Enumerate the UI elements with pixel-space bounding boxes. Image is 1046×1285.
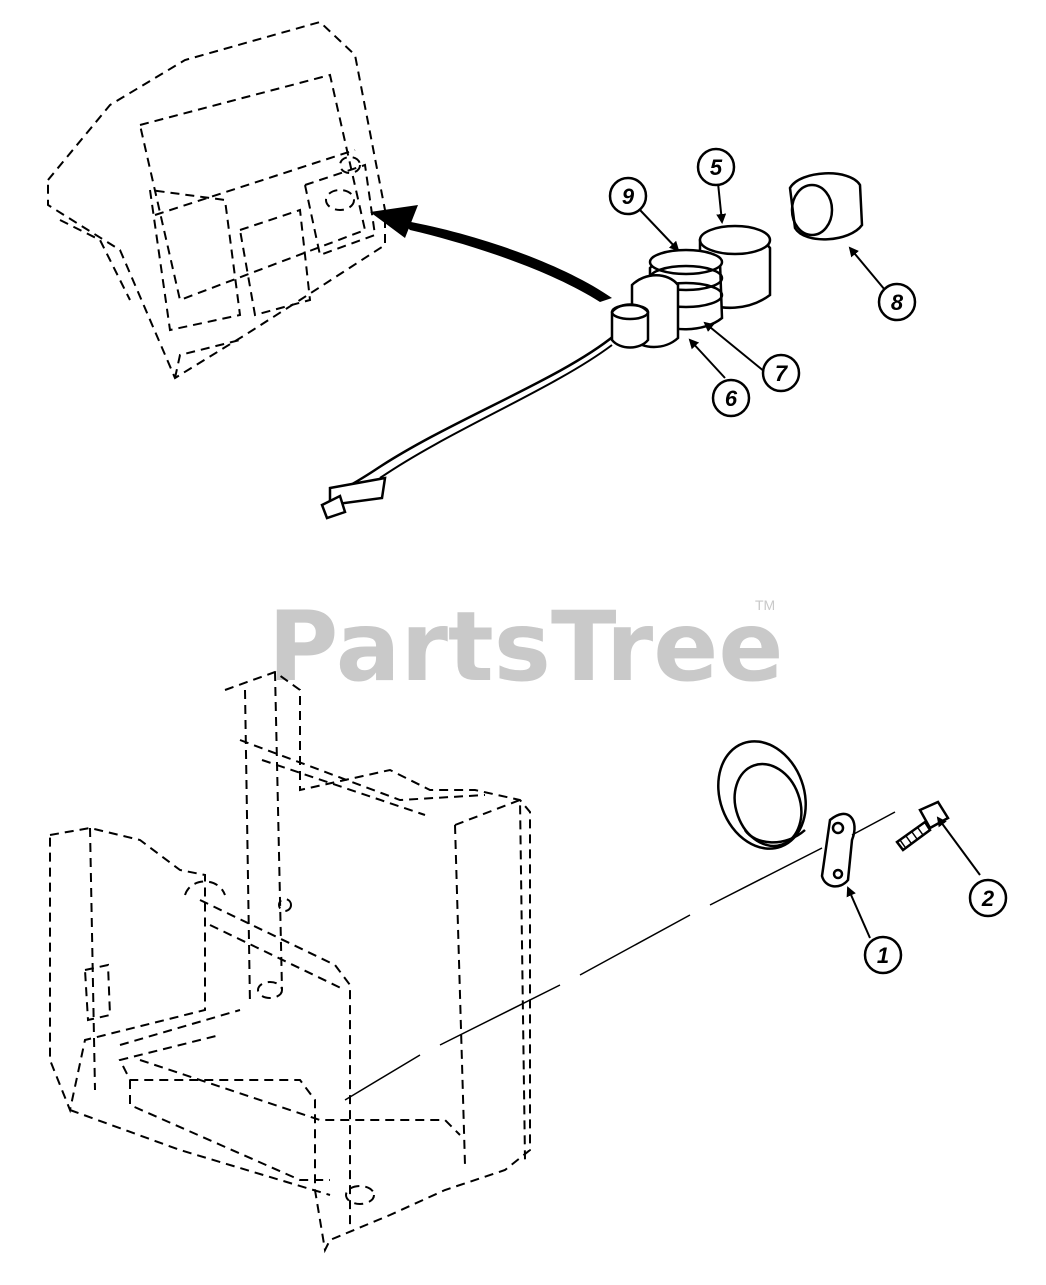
install-arrow — [370, 205, 612, 302]
callout-7[interactable]: 7 — [761, 353, 801, 393]
callout-6[interactable]: 6 — [711, 378, 751, 418]
ignition-switch-assembly — [320, 224, 772, 520]
callout-7-label: 7 — [775, 361, 789, 386]
leader-7 — [703, 321, 766, 373]
callout-8-label: 8 — [891, 290, 904, 315]
tractor-frame — [49, 670, 531, 1254]
washer-icon — [610, 303, 650, 349]
callout-5-label: 5 — [710, 155, 723, 180]
screw-icon — [895, 800, 950, 852]
callout-1-label: 1 — [877, 943, 889, 968]
leader-2 — [936, 816, 981, 876]
callout-8[interactable]: 8 — [877, 282, 917, 322]
watermark-trademark: TM — [755, 597, 775, 613]
leader-9 — [639, 209, 680, 252]
callout-2[interactable]: 2 — [968, 878, 1008, 918]
horn-icon — [717, 740, 856, 888]
dashboard-panel — [47, 20, 386, 380]
leader-arrows — [639, 182, 981, 939]
callout-9-label: 9 — [622, 184, 635, 209]
callout-6-label: 6 — [725, 386, 738, 411]
callout-9[interactable]: 9 — [608, 176, 648, 216]
watermark: PartsTree TM — [268, 591, 783, 703]
callout-1[interactable]: 1 — [863, 935, 903, 975]
leader-1 — [846, 886, 871, 939]
watermark-brand: PartsTree — [268, 591, 783, 703]
cap-icon — [788, 172, 864, 241]
callout-2-label: 2 — [981, 886, 995, 911]
callout-5[interactable]: 5 — [696, 147, 736, 187]
leader-8 — [848, 246, 886, 291]
leader-5 — [716, 182, 727, 224]
leader-6 — [688, 338, 726, 379]
callouts: 5 9 8 7 6 2 1 — [608, 147, 1008, 975]
mounting-line — [344, 811, 896, 1101]
